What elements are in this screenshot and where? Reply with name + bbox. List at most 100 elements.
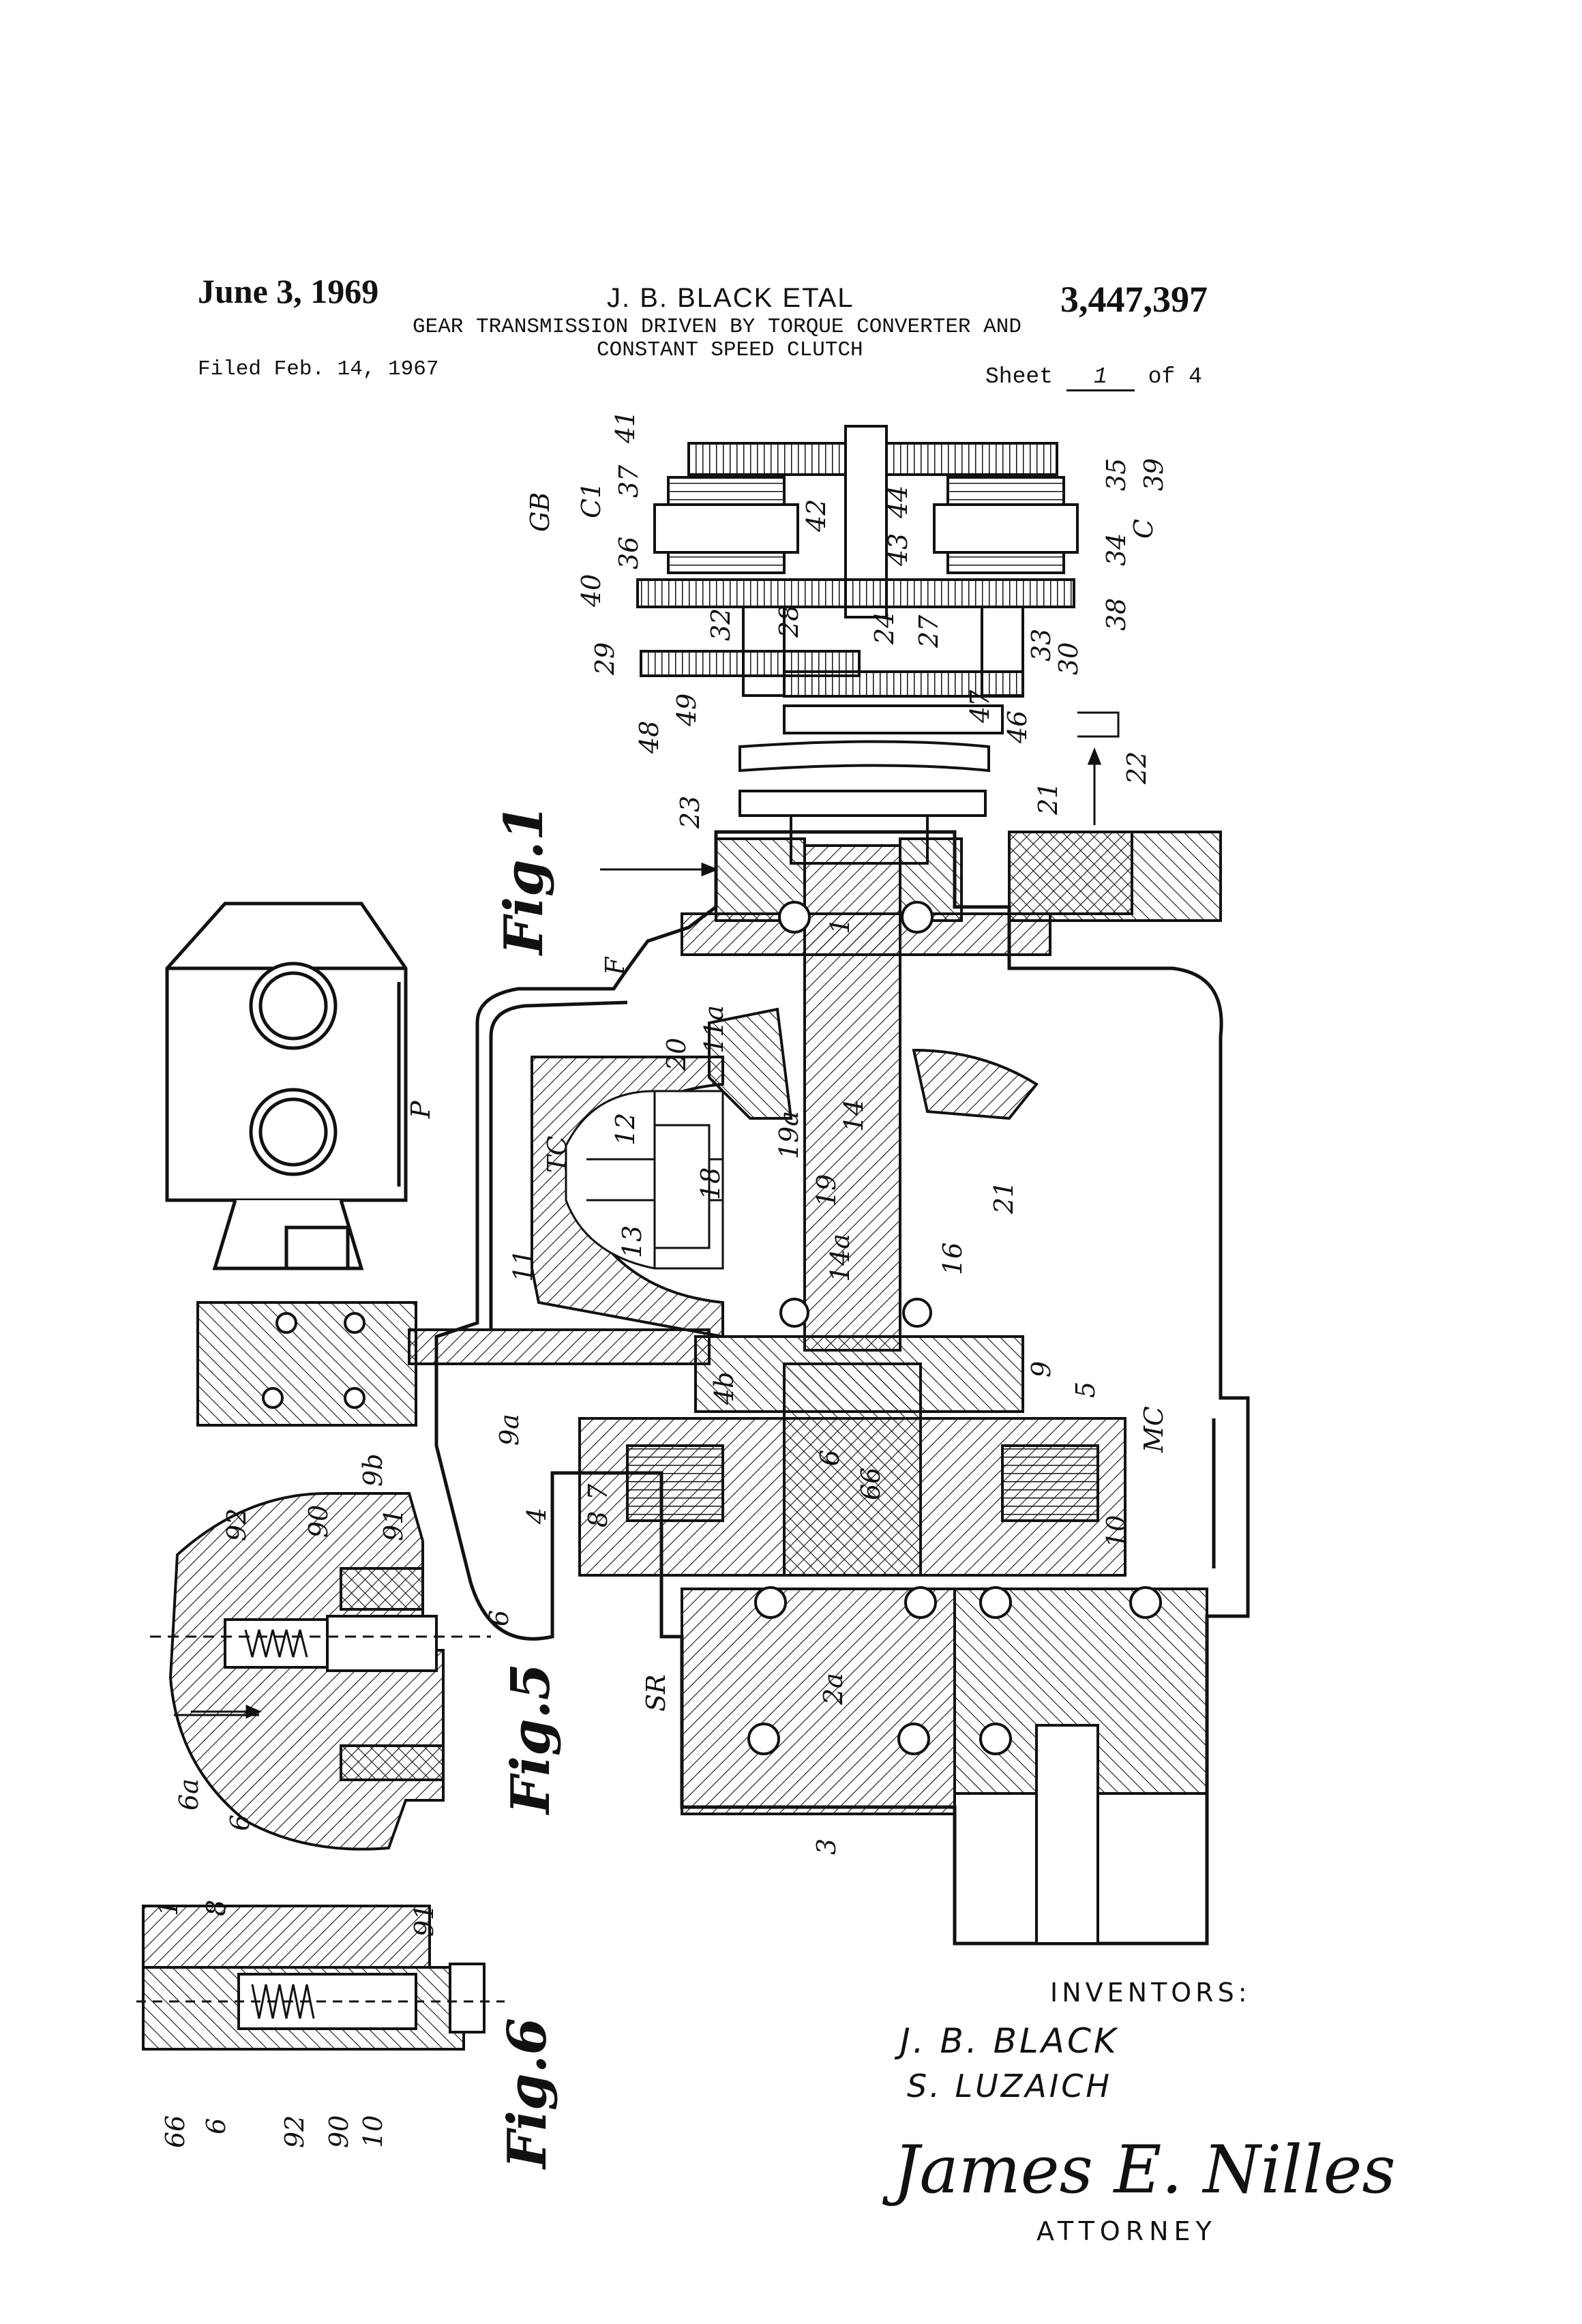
ref-7: 7 xyxy=(583,1483,613,1500)
ref-tc: TC xyxy=(542,1136,572,1173)
sheet-prefix: Sheet xyxy=(985,364,1054,389)
inventor-short: J. B. BLACK ETAL xyxy=(607,283,854,313)
ref-66: 66 xyxy=(856,1468,886,1500)
ref-35: 35 xyxy=(1101,458,1131,491)
ref-49: 49 xyxy=(672,694,702,727)
ref-11a: 11a xyxy=(699,1005,729,1054)
ref-mc: MC xyxy=(1139,1406,1169,1453)
ref-11: 11 xyxy=(508,1249,538,1282)
ref-12: 12 xyxy=(610,1113,640,1146)
ref-41: 41 xyxy=(610,411,640,444)
ref-1-fig6: 1 xyxy=(153,1900,183,1916)
ref-39: 39 xyxy=(1139,458,1169,491)
ref-f: F xyxy=(600,956,630,976)
ref-22: 22 xyxy=(1122,751,1152,785)
ref-90-fig6: 90 xyxy=(324,2115,354,2148)
sheet-indicator: Sheet 1 of 4 xyxy=(985,364,1202,391)
ref-43: 43 xyxy=(883,533,913,567)
ref-92-fig6: 92 xyxy=(280,2115,310,2148)
ref-8: 8 xyxy=(583,1511,613,1528)
ref-21-top: 21 xyxy=(1033,782,1063,816)
ref-5: 5 xyxy=(1071,1382,1101,1398)
ref-6-fig5: 6 xyxy=(484,1610,514,1626)
attorney-signature: James E. Nilles xyxy=(882,2132,1396,2208)
ref-6-fig5-bottom: 6 xyxy=(225,1815,255,1831)
pump-body xyxy=(165,902,408,1270)
ref-28: 28 xyxy=(774,605,804,638)
ref-c: C xyxy=(1129,519,1159,539)
ref-13: 13 xyxy=(617,1225,647,1258)
leader-lines xyxy=(191,711,1120,1719)
ref-36: 36 xyxy=(614,537,644,569)
ref-p: P xyxy=(406,1100,436,1119)
figure-6-label: Fig.6 xyxy=(496,2018,558,2170)
attorney-label: ATTORNEY xyxy=(1036,2216,1217,2246)
ref-37: 37 xyxy=(614,464,644,498)
ref-19a: 19a xyxy=(774,1111,804,1159)
ref-44: 44 xyxy=(883,486,913,519)
title-line-1: GEAR TRANSMISSION DRIVEN BY TORQUE CONVE… xyxy=(413,315,1021,339)
ref-2a: 2a xyxy=(818,1673,848,1705)
ref-10-fig6: 10 xyxy=(358,2115,388,2148)
ref-48: 48 xyxy=(634,721,664,754)
figure-1-label: Fig.1 xyxy=(493,804,555,956)
ref-30: 30 xyxy=(1054,642,1084,675)
ref-19: 19 xyxy=(811,1174,841,1207)
ref-91: 91 xyxy=(378,1508,408,1541)
ref-38: 38 xyxy=(1101,598,1131,631)
torque-converter-blades xyxy=(565,1090,724,1270)
ref-34: 34 xyxy=(1101,533,1131,566)
ref-9a: 9a xyxy=(494,1414,524,1446)
ref-27: 27 xyxy=(914,614,944,649)
ref-14: 14 xyxy=(839,1099,869,1132)
ref-32: 32 xyxy=(706,608,736,641)
ref-18: 18 xyxy=(696,1167,726,1200)
bearings xyxy=(262,901,1162,1755)
ref-66-fig6: 66 xyxy=(160,2115,190,2148)
inventors-label: INVENTORS: xyxy=(1050,1978,1251,2008)
ref-21-mid: 21 xyxy=(989,1181,1019,1215)
figure-5-label: Fig.5 xyxy=(500,1663,562,1815)
ref-24: 24 xyxy=(869,612,899,645)
ref-46: 46 xyxy=(1002,711,1032,744)
ref-16: 16 xyxy=(938,1242,968,1275)
hatched-sections xyxy=(196,831,1222,1945)
ref-10: 10 xyxy=(1101,1515,1131,1548)
ref-4: 4 xyxy=(522,1508,552,1525)
filed-date: Filed Feb. 14, 1967 xyxy=(198,357,439,381)
ref-9b: 9b xyxy=(358,1453,388,1487)
patent-date: June 3, 1969 xyxy=(198,272,379,310)
ref-47: 47 xyxy=(965,689,995,724)
ref-20: 20 xyxy=(661,1038,691,1071)
ref-29: 29 xyxy=(590,642,620,676)
ref-23: 23 xyxy=(675,796,705,829)
inventor-2: S. LUZAICH xyxy=(907,2068,1112,2104)
ref-6: 6 xyxy=(815,1450,845,1466)
ref-c1: C1 xyxy=(576,482,606,518)
ref-6-fig6: 6 xyxy=(201,2118,231,2134)
patent-number: 3,447,397 xyxy=(1060,279,1208,320)
ref-40: 40 xyxy=(576,574,606,608)
figure-6-detail xyxy=(136,1905,505,2051)
ref-sr: SR xyxy=(641,1674,671,1712)
ref-3: 3 xyxy=(811,1838,841,1855)
ref-gb: GB xyxy=(525,492,555,532)
title-line-2: CONSTANT SPEED CLUTCH xyxy=(597,338,863,362)
inventor-1: J. B. BLACK xyxy=(894,2021,1119,2061)
ref-1: 1 xyxy=(825,918,855,934)
sheet-of: of 4 xyxy=(1148,364,1202,389)
figure-5-detail xyxy=(150,1492,491,1851)
ref-33: 33 xyxy=(1026,629,1056,661)
reference-numerals: GB C1 41 37 36 40 42 43 44 35 39 C 34 38… xyxy=(153,411,1169,2148)
ref-91-fig6: 91 xyxy=(409,1904,439,1937)
ref-90: 90 xyxy=(303,1505,333,1538)
ref-92: 92 xyxy=(222,1508,252,1541)
ref-42: 42 xyxy=(801,499,831,533)
sheet-number: 1 xyxy=(1066,364,1135,391)
ref-14a: 14a xyxy=(825,1234,855,1282)
ref-4b: 4b xyxy=(709,1371,739,1405)
ref-6a: 6a xyxy=(174,1778,204,1811)
ref-9: 9 xyxy=(1026,1361,1056,1377)
ref-8-fig6: 8 xyxy=(201,1900,231,1916)
